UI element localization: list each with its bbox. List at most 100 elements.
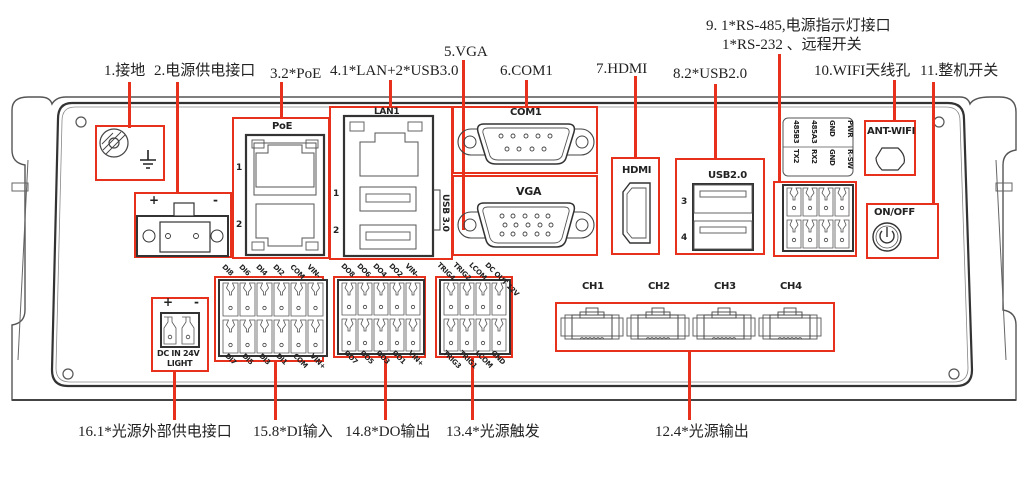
wifi-title: ANT-WIFI [867, 126, 916, 137]
terminal-pin-icon [475, 318, 491, 352]
terminal-pin-icon [786, 187, 802, 217]
lan-usb3-ports[interactable] [0, 0, 441, 258]
leader-light-power [173, 372, 176, 420]
trigger-box [435, 276, 513, 358]
trigger-terminal-block[interactable] [0, 0, 511, 355]
terminal-pin-icon [389, 318, 405, 352]
com1-db9-port[interactable] [0, 0, 595, 165]
terminal-pin-icon [273, 319, 290, 354]
wifi-antenna-hole-icon[interactable] [0, 0, 905, 171]
screw-hole-icon [75, 116, 87, 128]
poe-title: PoE [272, 121, 293, 132]
light-power-light-label: LIGHT [167, 359, 193, 368]
serial-pin-label: PWR [846, 120, 854, 138]
power-plus-label: + [149, 193, 159, 207]
terminal-pin-icon [290, 282, 307, 317]
callout-vga: 5.VGA [444, 44, 488, 60]
leader-light-output [688, 350, 691, 420]
com1-box [452, 106, 598, 174]
hdmi-port-icon[interactable] [0, 0, 651, 244]
terminal-pin-icon [443, 282, 459, 316]
callout-hdmi: 7.HDMI [596, 61, 648, 77]
channel-label: CH3 [714, 281, 736, 292]
serial-terminal-block[interactable] [0, 0, 854, 252]
terminal-pin-icon [389, 282, 405, 316]
serial-pin-label: 485B3 [792, 120, 800, 144]
hdmi-box [611, 157, 660, 255]
callout-light-output: 12.4*光源输出 [655, 424, 749, 440]
usb3-port2-icon [359, 224, 417, 250]
terminal-pin-icon [443, 318, 459, 352]
channel-connector-icon [692, 307, 756, 340]
callout-light-trigger: 13.4*光源触发 [446, 424, 540, 440]
serial-pin-label: TX2 [792, 149, 800, 164]
usb2-ports[interactable] [0, 0, 754, 251]
leader-power-input [176, 82, 179, 194]
terminal-pin-icon [373, 282, 389, 316]
do-terminal-block[interactable] [0, 0, 425, 355]
callout-light-power: 16.1*光源外部供电接口 [78, 424, 232, 440]
terminal-pin-icon [357, 282, 373, 316]
channel-label: CH4 [780, 281, 802, 292]
channel-label: CH2 [648, 281, 670, 292]
terminal-pin-icon [459, 282, 475, 316]
callout-serial-line2: 1*RS-232 、远程开关 [722, 37, 862, 53]
callout-do: 14.8*DO输出 [345, 424, 431, 440]
terminal-pin-icon [818, 187, 834, 217]
terminal-pin-icon [307, 282, 324, 317]
power-button-icon[interactable] [0, 0, 902, 252]
power-minus-label: - [213, 193, 218, 207]
terminal-pin-icon [222, 282, 239, 317]
callout-lan-usb3: 4.1*LAN+2*USB3.0 [330, 63, 459, 79]
onoff-title: ON/OFF [874, 207, 915, 218]
terminal-pin-icon [290, 319, 307, 354]
poe-port1-icon [253, 142, 317, 196]
poe-rj45-ports[interactable] [0, 0, 326, 257]
terminal-pin-icon [491, 282, 507, 316]
terminal-pin-icon [222, 319, 239, 354]
leader-poe [280, 82, 283, 117]
leader-hdmi [634, 76, 637, 158]
leader-vga [462, 60, 465, 230]
usb3-port1-icon [359, 186, 417, 212]
terminal-pin-icon [802, 187, 818, 217]
screw-hole-icon [933, 116, 945, 128]
terminal-pin-icon [459, 318, 475, 352]
poe-port2-icon [255, 203, 315, 247]
light-power-voltage-label: DC IN 24V [157, 349, 200, 358]
light-plus-label: + [163, 295, 173, 309]
ground-box [95, 125, 165, 181]
channel-connector-icon [626, 307, 690, 340]
power-terminal-icon[interactable] [0, 0, 229, 257]
serial-pin-label: RX2 [810, 149, 818, 164]
leader-lan-usb3 [389, 80, 392, 108]
leader-ground [128, 82, 131, 128]
leader-power-switch [932, 82, 935, 204]
serial-terminal-box [773, 181, 857, 257]
terminal-pin-icon [341, 318, 357, 352]
terminal-pin-icon [256, 319, 273, 354]
callout-usb2: 8.2*USB2.0 [673, 66, 748, 82]
di-terminal-block[interactable] [0, 0, 328, 357]
channel-connector-icon [560, 307, 624, 340]
terminal-pin-icon [818, 219, 834, 249]
channel-label: CH1 [582, 281, 604, 292]
terminal-pin-icon [373, 318, 389, 352]
serial-pin-label: R-SW [846, 149, 854, 169]
usb2-port4-icon [693, 220, 753, 250]
leader-wifi [893, 80, 896, 120]
wifi-box [864, 120, 916, 176]
terminal-pin-icon [273, 282, 290, 317]
channel-connectors[interactable] [0, 0, 822, 340]
ground-symbol-icon [140, 150, 156, 169]
light-power-terminal[interactable] [0, 0, 200, 348]
vga-db15-port[interactable] [0, 0, 595, 248]
leader-usb2 [714, 84, 717, 158]
lan-title: LAN1 [374, 107, 400, 117]
terminal-pin-icon [256, 282, 273, 317]
leader-di [274, 360, 277, 420]
callout-poe: 3.2*PoE [270, 66, 322, 82]
usb2-box [675, 158, 765, 255]
terminal-pin-icon [491, 318, 507, 352]
